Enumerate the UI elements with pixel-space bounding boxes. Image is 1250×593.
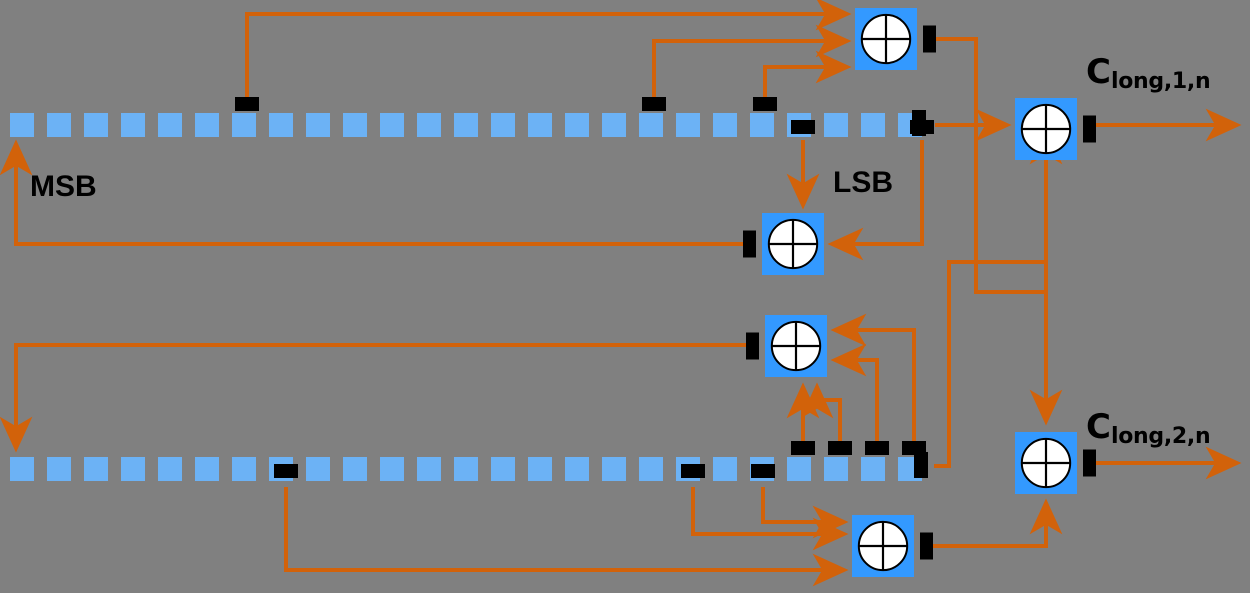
wire-reg2-tap21-to-xormidlower xyxy=(800,382,842,448)
register-cell xyxy=(417,457,441,481)
wire-reg2-out-up xyxy=(934,260,1063,468)
tap-reg1-c17 xyxy=(642,97,666,111)
register-cell xyxy=(676,113,700,137)
register-cell xyxy=(121,457,145,481)
tap-reg2-c22 xyxy=(865,441,889,455)
output-label-clong-1-base: C xyxy=(1086,52,1111,92)
tap-reg2-out xyxy=(914,452,928,478)
xor-output-terminal xyxy=(1083,449,1096,477)
xor-out-2[interactable] xyxy=(1015,432,1096,494)
shift-register-1 xyxy=(10,113,922,137)
xor-mid-lower[interactable] xyxy=(746,315,827,377)
xor-output-terminal xyxy=(1083,115,1096,143)
register-cell xyxy=(47,457,71,481)
register-cell xyxy=(306,457,330,481)
register-cell xyxy=(602,457,626,481)
register-cell xyxy=(84,113,108,137)
tap-reg1-c6 xyxy=(235,97,259,111)
register-cell xyxy=(158,113,182,137)
register-cell xyxy=(454,113,478,137)
wire-xormidupper-out-to-msb xyxy=(0,139,748,246)
register-cell xyxy=(195,457,219,481)
register-cell xyxy=(639,113,663,137)
register-cell xyxy=(158,457,182,481)
wire-reg1-tap17-to-xortop xyxy=(652,24,852,104)
register-cell xyxy=(343,457,367,481)
register-cell xyxy=(528,113,552,137)
output-label-clong-1: Clong,1,n xyxy=(1086,52,1211,93)
register-cell xyxy=(343,113,367,137)
xor-out-1[interactable] xyxy=(1015,98,1096,160)
register-cell xyxy=(232,113,256,137)
tap-reg2-c19 xyxy=(751,464,775,478)
register-1-taps xyxy=(235,97,934,136)
shift-register-2 xyxy=(10,457,922,481)
wire-reg1-tap6-to-xortop xyxy=(245,0,852,104)
register-cell xyxy=(639,457,663,481)
tap-reg2-c21 xyxy=(828,441,852,455)
register-cell xyxy=(195,113,219,137)
register-cell xyxy=(10,457,34,481)
wire-reg1-tap24-to-xormidupper xyxy=(827,140,924,261)
register-cell xyxy=(565,457,589,481)
register-cell xyxy=(47,113,71,137)
register-cell xyxy=(565,113,589,137)
register-cell xyxy=(306,113,330,137)
register-cell xyxy=(787,457,811,481)
xor-gate-group xyxy=(743,8,1096,577)
register-cell xyxy=(713,113,737,137)
register-cell xyxy=(750,113,774,137)
wire-reg2-tap22-to-xormidlower xyxy=(830,343,879,448)
tap-reg1-c22 xyxy=(791,120,815,134)
output-label-clong-2: Clong,2,n xyxy=(1086,407,1211,448)
lsb-label: LSB xyxy=(833,166,893,199)
register-cell xyxy=(380,113,404,137)
register-cell xyxy=(861,113,885,137)
register-cell xyxy=(269,113,293,137)
xor-top[interactable] xyxy=(855,8,936,70)
xor-output-terminal xyxy=(746,332,759,360)
wire-reg2-tap23-to-xormidlower xyxy=(830,313,916,448)
tap-reg2-c23 xyxy=(902,441,926,455)
tap-reg2-c7 xyxy=(274,464,298,478)
wire-reg2-tap7-to-xorbottom xyxy=(284,487,849,587)
register-cell xyxy=(380,457,404,481)
register-cell xyxy=(528,457,552,481)
register-cell xyxy=(491,457,515,481)
tap-reg2-c18 xyxy=(681,464,705,478)
xor-output-terminal xyxy=(743,230,756,258)
register-cell xyxy=(454,457,478,481)
tap-reg1-c20 xyxy=(753,97,777,111)
register-cell xyxy=(824,113,848,137)
output-label-clong-1-sub: long,1,n xyxy=(1110,69,1211,94)
wire-xortop-out-to-xorout1 xyxy=(935,37,1063,294)
tap-reg1-out xyxy=(912,110,926,136)
xor-mid-upper[interactable] xyxy=(743,213,824,275)
register-cell xyxy=(824,457,848,481)
register-cell xyxy=(10,113,34,137)
register-cell xyxy=(602,113,626,137)
register-cell xyxy=(84,457,108,481)
register-cell xyxy=(121,113,145,137)
register-cell xyxy=(713,457,737,481)
wire-xormidlower-out-to-reg2in xyxy=(0,343,751,453)
wire-reg1-tap20-to-xortop xyxy=(763,50,852,104)
register-cell xyxy=(417,113,441,137)
output-label-clong-2-base: C xyxy=(1086,407,1111,447)
wire-reg2-tap18-to-xorbottom xyxy=(691,487,849,551)
register-cell xyxy=(491,113,515,137)
register-2-taps xyxy=(274,441,928,478)
wire-xorbottom-out-to-xorout2 xyxy=(932,498,1063,548)
msb-label: MSB xyxy=(30,170,97,203)
tap-reg2-c20 xyxy=(791,441,815,455)
register-cell xyxy=(861,457,885,481)
xor-output-terminal xyxy=(923,25,936,53)
register-cell xyxy=(232,457,256,481)
wire-reg2-tap19-to-xorbottom xyxy=(761,487,849,539)
output-label-clong-2-sub: long,2,n xyxy=(1110,424,1211,449)
xor-output-terminal xyxy=(920,532,933,560)
xor-bottom[interactable] xyxy=(852,515,933,577)
